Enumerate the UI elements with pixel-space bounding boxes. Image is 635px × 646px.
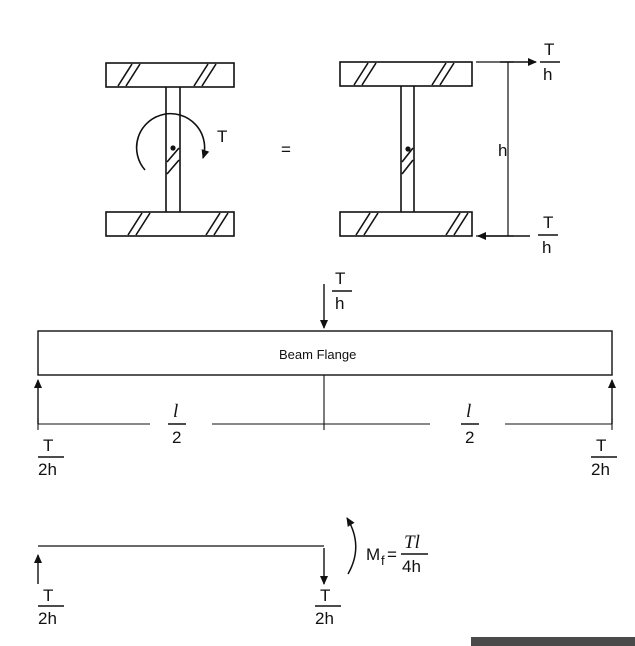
svg-text:l: l bbox=[466, 401, 471, 422]
svg-text:4h: 4h bbox=[402, 557, 421, 576]
right-reaction-label: T 2h bbox=[591, 436, 617, 479]
svg-text:Tl: Tl bbox=[404, 532, 420, 553]
flange-moment-label: M f = Tl 4h bbox=[366, 532, 428, 576]
svg-text:T: T bbox=[320, 586, 330, 605]
svg-text:=: = bbox=[387, 545, 397, 564]
beam-load-label: T h bbox=[332, 269, 352, 313]
right-span-label: l 2 bbox=[461, 401, 479, 447]
centroid-dot-right bbox=[405, 146, 411, 152]
left-span-label: l 2 bbox=[168, 401, 186, 447]
scan-edge-bar bbox=[471, 637, 635, 646]
torque-arrow bbox=[135, 112, 210, 171]
span-dimension bbox=[37, 375, 613, 430]
height-dimension bbox=[476, 61, 514, 237]
svg-text:T: T bbox=[335, 269, 345, 288]
svg-text:h: h bbox=[543, 65, 552, 84]
svg-text:2: 2 bbox=[172, 428, 181, 447]
svg-text:h: h bbox=[542, 238, 551, 257]
svg-text:T: T bbox=[543, 213, 553, 232]
beam-flange bbox=[37, 330, 613, 376]
svg-text:2h: 2h bbox=[591, 460, 610, 479]
beam-flange-label: Beam Flange bbox=[279, 347, 356, 362]
svg-text:T: T bbox=[544, 40, 554, 59]
svg-text:2h: 2h bbox=[315, 609, 334, 628]
svg-text:M: M bbox=[366, 545, 380, 564]
svg-text:l: l bbox=[173, 401, 178, 422]
height-label: h bbox=[498, 141, 507, 160]
bottom-flange-force-label: T h bbox=[538, 213, 558, 257]
i-beam-left bbox=[105, 62, 235, 237]
top-flange-force-label: T h bbox=[540, 40, 560, 84]
svg-text:T: T bbox=[43, 436, 53, 455]
torque-label: T bbox=[217, 127, 227, 146]
svg-text:T: T bbox=[596, 436, 606, 455]
left-reaction-label: T 2h bbox=[38, 436, 64, 479]
svg-text:2: 2 bbox=[465, 428, 474, 447]
i-beam-right bbox=[339, 61, 473, 237]
centroid-dot-left bbox=[170, 145, 176, 151]
half-beam-left-reaction-label: T 2h bbox=[38, 586, 64, 628]
svg-text:2h: 2h bbox=[38, 460, 57, 479]
svg-text:f: f bbox=[381, 553, 385, 568]
equals-sign: = bbox=[281, 140, 291, 159]
svg-text:h: h bbox=[335, 294, 344, 313]
half-beam-right-force-label: T 2h bbox=[315, 586, 341, 628]
flange-moment-arrow bbox=[346, 517, 357, 575]
svg-text:T: T bbox=[43, 586, 53, 605]
svg-text:2h: 2h bbox=[38, 609, 57, 628]
